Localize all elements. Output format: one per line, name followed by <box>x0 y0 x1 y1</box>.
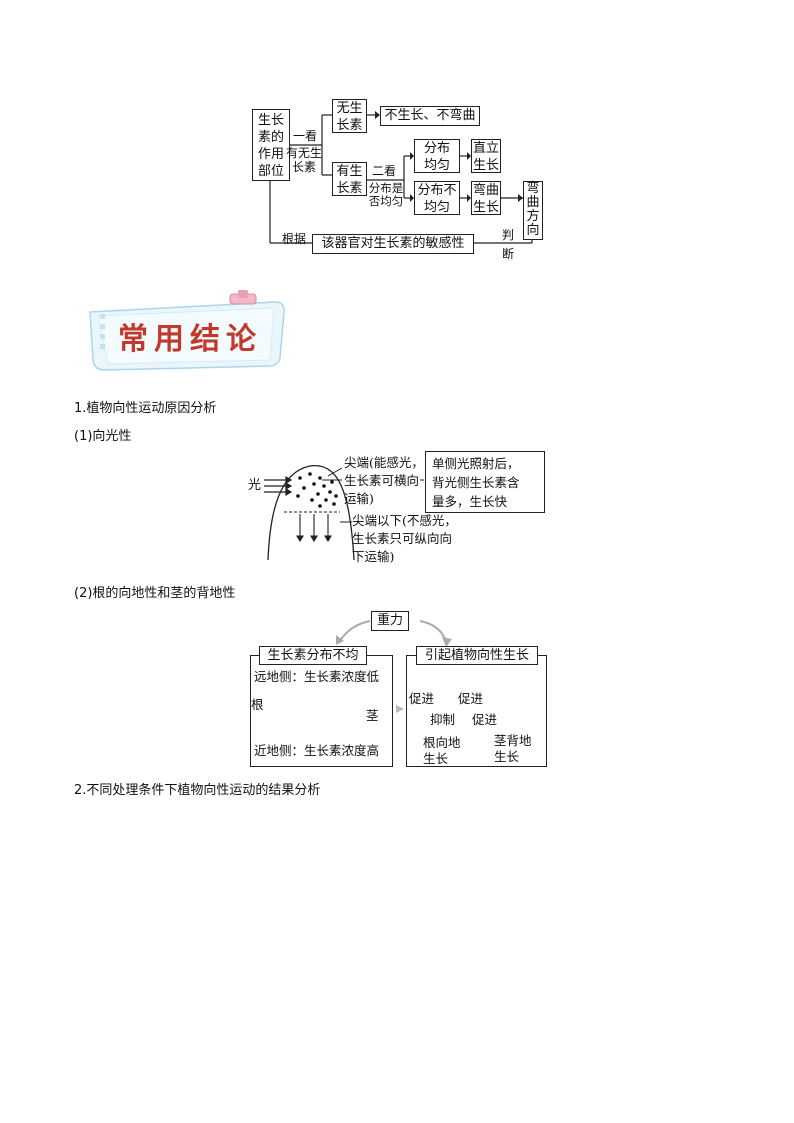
basis-label: 根据 <box>282 232 307 246</box>
phototropism-diagram <box>264 465 424 561</box>
result-line-2: 背光侧生长素含 <box>432 475 520 490</box>
root-label: 根 <box>251 697 264 712</box>
upright-label: 直立生长 <box>472 141 499 173</box>
flowchart-connectors <box>269 111 536 244</box>
auxin-part-label: 生长素的作用部位 <box>257 113 284 179</box>
look1-question: 有无生长素 <box>286 146 323 174</box>
far-side-label: 远地侧：生长素浓度低 <box>254 669 380 684</box>
auxin-part-box: 生长素的作用部位 <box>252 109 290 181</box>
look2-question: 分布是否均匀 <box>368 181 404 208</box>
growth-response-title-box: 引起植物向性生长 <box>416 646 538 665</box>
uneven-distribution-title: 生长素分布不均 <box>267 648 359 663</box>
direction-box: 弯曲方向 <box>523 181 543 240</box>
banner-card-shape <box>89 290 285 371</box>
gravitropism-heading: (2)根的向地性和茎的背地性 <box>74 586 236 601</box>
root-down-label-1: 根向地 <box>423 735 461 750</box>
gravity-box: 重力 <box>371 611 409 631</box>
phototropism-heading: (1)向光性 <box>74 429 132 444</box>
direction-label: 弯曲方向 <box>526 181 540 238</box>
root-down-label-2: 生长 <box>423 751 449 766</box>
stem-up-label-2: 生长 <box>494 749 520 764</box>
uneven-box: 分布不均匀 <box>414 181 460 215</box>
growth-response-panel <box>406 655 547 767</box>
bend-label: 弯曲生长 <box>472 183 499 215</box>
section1-heading: 1.植物向性运动原因分析 <box>74 401 217 416</box>
section2-heading: 2.不同处理条件下植物向性运动的结果分析 <box>74 783 321 798</box>
phototropism-result-box: 单侧光照射后， 背光侧生长素含 量多，生长快 <box>425 451 545 513</box>
below-tip-note-1: 尖端以下(不感光， <box>352 513 457 528</box>
stem-label: 茎 <box>366 708 379 723</box>
no-auxin-box: 无生长素 <box>332 99 367 133</box>
sensitivity-label: 该器官对生长素的敏感性 <box>321 236 465 251</box>
bend-box: 弯曲生长 <box>471 181 501 215</box>
judge-label-1: 判 <box>502 228 515 242</box>
promote-label-2: 促进 <box>458 691 484 706</box>
uneven-distribution-panel <box>250 655 393 767</box>
judge-label-2: 断 <box>502 247 515 261</box>
near-side-label: 近地侧：生长素浓度高 <box>254 743 380 758</box>
tip-note-1: 尖端(能感光， <box>344 455 424 470</box>
look1-label: 一看 <box>293 129 318 143</box>
result-line-1: 单侧光照射后， <box>432 456 520 471</box>
look2-label: 二看 <box>372 164 397 178</box>
has-auxin-label: 有生长素 <box>336 164 363 196</box>
growth-response-title: 引起植物向性生长 <box>424 648 529 663</box>
result-line-3: 量多，生长快 <box>432 494 508 509</box>
has-auxin-box: 有生长素 <box>332 162 367 196</box>
light-label: 光 <box>248 478 262 493</box>
even-box: 分布均匀 <box>414 139 460 173</box>
gravity-label: 重力 <box>376 613 403 628</box>
uneven-distribution-title-box: 生长素分布不均 <box>259 646 367 665</box>
no-auxin-label: 无生长素 <box>336 101 363 133</box>
upright-box: 直立生长 <box>471 139 501 173</box>
no-growth-box: 不生长、不弯曲 <box>380 106 480 126</box>
no-growth-label: 不生长、不弯曲 <box>384 108 476 123</box>
tip-note-3: 运输) <box>344 491 374 506</box>
sensitivity-box: 该器官对生长素的敏感性 <box>312 234 474 254</box>
uneven-label: 分布不均匀 <box>417 183 457 215</box>
stem-up-label-1: 茎背地 <box>494 733 532 748</box>
below-tip-note-3: 下运输) <box>352 549 395 564</box>
even-label: 分布均匀 <box>423 141 450 173</box>
promote-label-3: 促进 <box>472 712 498 727</box>
promote-label-1: 促进 <box>409 691 435 706</box>
inhibit-label: 抑制 <box>430 712 456 727</box>
tip-note-2: 生长素可横向 <box>344 473 420 488</box>
banner-title: 常用结论 <box>118 322 262 357</box>
below-tip-note-2: 生长素只可纵向向 <box>352 531 453 546</box>
